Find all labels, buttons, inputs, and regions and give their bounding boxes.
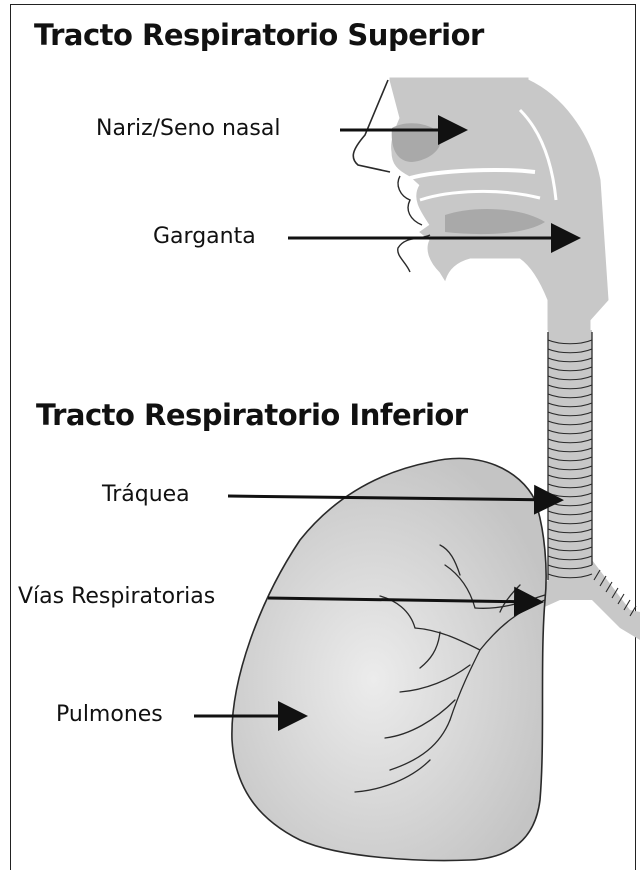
upper-tract-heading: Tracto Respiratorio Superior: [34, 18, 484, 52]
lungs-label: Pulmones: [56, 702, 163, 727]
lower-tract-heading: Tracto Respiratorio Inferior: [36, 398, 468, 432]
head-profile: [353, 78, 608, 330]
nose-label: Nariz/Seno nasal: [96, 116, 280, 141]
airways-label: Vías Respiratorias: [18, 584, 215, 609]
throat-label: Garganta: [153, 224, 256, 249]
lung-shape: [232, 458, 546, 860]
trachea-label: Tráquea: [102, 482, 190, 507]
